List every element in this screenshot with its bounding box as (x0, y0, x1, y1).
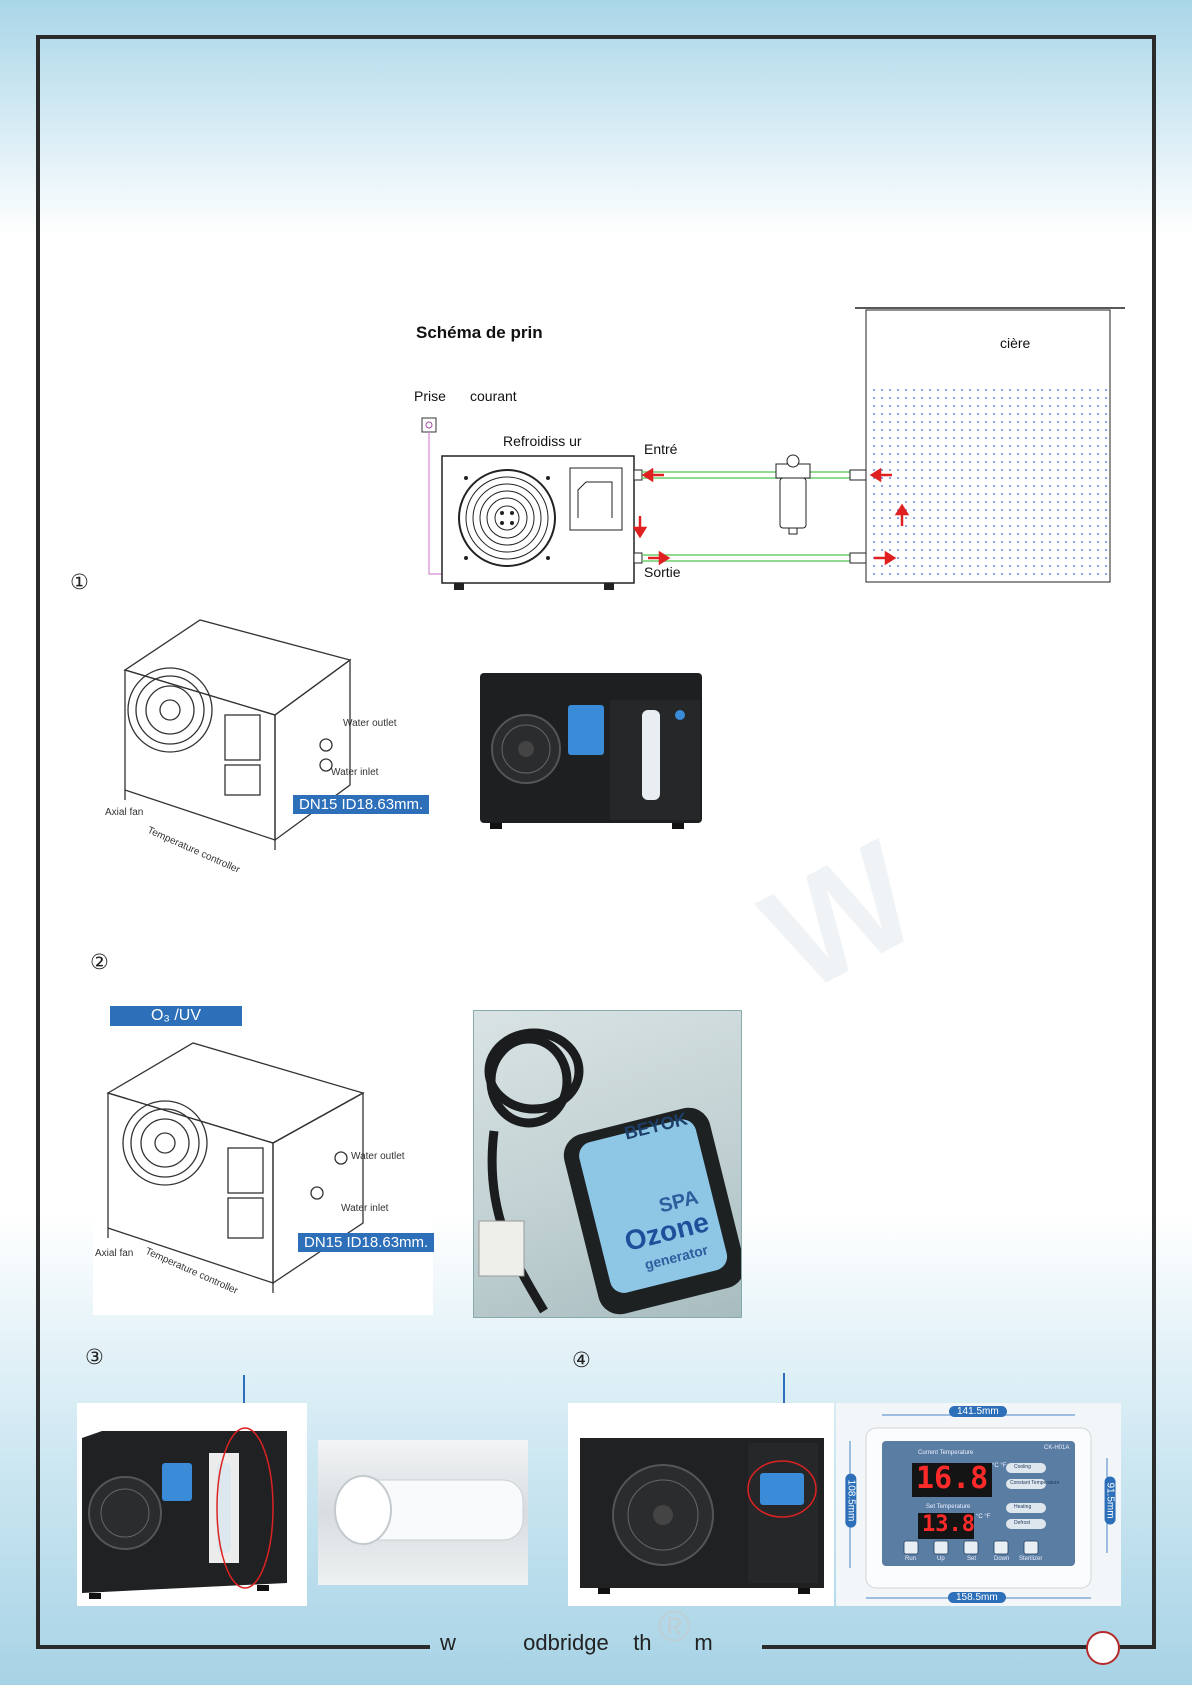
current-temp-display (912, 1463, 992, 1497)
section-number-3: ③ (85, 1345, 104, 1369)
button-sterilizer[interactable]: Sterilizer (1019, 1556, 1043, 1562)
control-panel-display (568, 705, 604, 755)
uv-lamp-photo (318, 1440, 528, 1585)
water-inlet-label-2: Water inlet (341, 1203, 389, 1214)
chiller-drawing-1: Water outlet Water inlet Axial fan Tempe… (95, 615, 430, 876)
axial-fan-label-1: Axial fan (105, 807, 144, 818)
current-temp-value: 16.8 (916, 1461, 989, 1496)
chiller-drawing-2: Water outlet Water inlet Axial fan Tempe… (93, 1038, 435, 1315)
fan-icon (458, 469, 556, 567)
water-inlet-label-1: Water inlet (331, 767, 379, 778)
chiller-photo-3 (77, 1403, 307, 1606)
water-outlet-label-2: Water outlet (351, 1151, 405, 1162)
inlet-label: Entré (644, 441, 678, 457)
footer-rule-right (762, 1645, 1156, 1649)
set-temp-label: Set Temperature (926, 1504, 971, 1510)
highlight-circle (216, 1427, 274, 1589)
dim-height-left: 108.5mm (845, 1473, 857, 1528)
outlet-label-a: Prise (414, 388, 446, 404)
outlet-water-label: Sortie (644, 564, 681, 580)
uv-lamp-icon (217, 1463, 231, 1553)
button-set[interactable]: Set (967, 1556, 977, 1562)
water-outlet-label-1: Water outlet (343, 718, 397, 729)
mode-constant: Constant Temperature (1010, 1480, 1060, 1486)
fan-icon (88, 1476, 162, 1550)
mode-cooling: Cooling (1014, 1464, 1031, 1470)
uv-lamp-cap-icon (334, 1475, 392, 1545)
flow-arrows (632, 467, 910, 566)
controller-panel: 141.5mm 158.5mm 108.5mm 91.5mm Current T… (836, 1403, 1121, 1606)
chiller-label: Refroidiss ur (503, 433, 582, 449)
set-temp-display (918, 1513, 974, 1539)
highlight-circle (747, 1460, 817, 1518)
button-down[interactable]: Down (994, 1556, 1010, 1562)
schematic-title: Schéma de prin (416, 323, 543, 342)
spec-badge-1: DN15 ID18.63mm. (293, 795, 430, 814)
power-socket-icon (421, 417, 437, 433)
unit-label-1: °C °F (992, 1463, 1007, 1469)
footer-website[interactable]: w odbridge th m (440, 1630, 713, 1655)
section-number-1: ① (70, 570, 89, 594)
chiller-photo-4 (568, 1403, 834, 1606)
schematic-panel: Schéma de prin Prise courant Refroidiss … (400, 268, 1150, 613)
tank-label: cière (1000, 335, 1031, 351)
power-cord-icon (484, 1028, 584, 1314)
water-filter-icon (775, 454, 811, 535)
dim-height-right: 91.5mm (1104, 1476, 1116, 1525)
o3-uv-badge: O₃ /UV (110, 1006, 242, 1026)
controller-box (569, 467, 623, 531)
dim-width-bottom: 158.5mm (948, 1592, 1006, 1603)
model-label: CK-H01A (1044, 1445, 1070, 1451)
connector-plug-icon (478, 1220, 525, 1277)
current-temp-label: Current Temperature (918, 1450, 974, 1456)
page-frame (36, 35, 1156, 1645)
schematic-diagram: Schéma de prin Prise courant Refroidiss … (414, 307, 1125, 590)
axial-fan-label-2: Axial fan (95, 1248, 134, 1259)
ozone-label-panel (579, 1119, 728, 1293)
control-panel-display (760, 1473, 804, 1505)
power-cable (428, 432, 442, 575)
outlet-label-b: courant (470, 388, 517, 404)
spec-badge-2: DN15 ID18.63mm. (298, 1233, 435, 1252)
page-number-circle (1086, 1631, 1120, 1665)
uv-lamp-icon (642, 710, 660, 800)
mode-defrost: Defrost (1014, 1520, 1031, 1526)
section-number-4: ④ (572, 1348, 591, 1372)
footer-rule-left (36, 1645, 430, 1649)
set-temp-value: 13.8 (922, 1512, 975, 1537)
dim-width-top: 141.5mm (949, 1406, 1007, 1417)
ozone-generator-photo: BEYOK SPA Ozone generator (473, 1010, 742, 1318)
chiller-photo-1 (480, 665, 710, 830)
mode-heating: Heating (1014, 1504, 1032, 1510)
registered-mark-icon: ® (658, 1602, 691, 1651)
control-panel-display (162, 1463, 192, 1501)
button-run[interactable]: Run (905, 1556, 917, 1562)
button-up[interactable]: Up (937, 1556, 945, 1562)
section-number-2: ② (90, 950, 109, 974)
unit-label-2: °C °F (976, 1514, 991, 1520)
